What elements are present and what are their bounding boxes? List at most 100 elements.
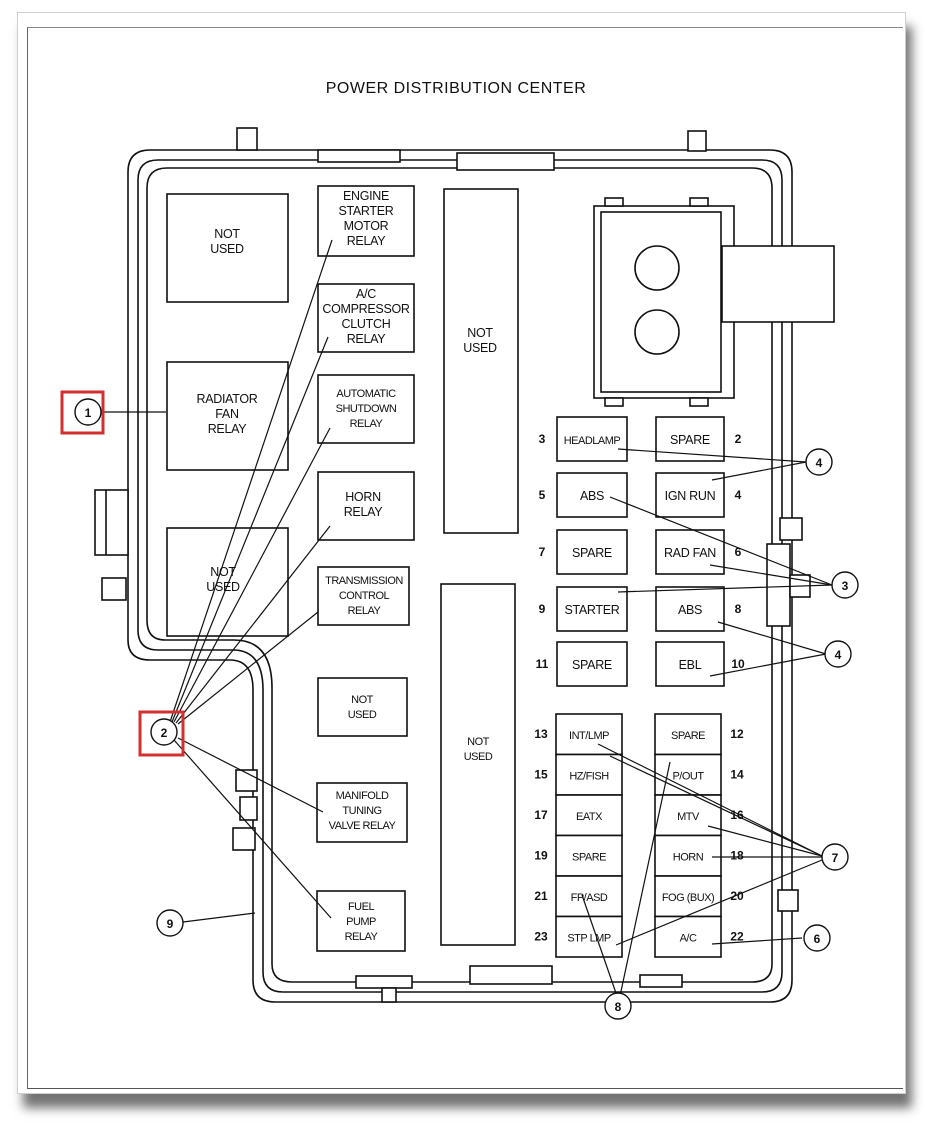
housing-tab [779,517,803,541]
fuse-ebl[interactable]: EBL [655,641,725,687]
diagram-title: POWER DISTRIBUTION CENTER [326,80,587,97]
callout-2[interactable]: 2 [138,710,185,757]
callout-1[interactable]: 1 [60,390,105,435]
relay-automatic-shutdown[interactable]: AUTOMATIC SHUTDOWN RELAY [317,374,415,444]
fuse-abs[interactable]: ABS [655,586,725,632]
leader-lines [102,239,833,997]
relay-label: MOTOR [344,219,389,233]
relay-label: USED [206,580,240,594]
fuse-label: FP/ASD [571,892,608,904]
fuse-fp-asd[interactable]: FP/ASD [555,875,623,918]
fuse-number: 17 [534,808,548,822]
relay-label: RELAY [345,931,379,943]
callout-4-lower[interactable]: 4 [824,640,852,668]
fuse-eatx[interactable]: EATX [555,794,623,837]
relay-not-used-small[interactable]: NOT USED [317,677,408,737]
relay-ac-compressor-clutch[interactable]: A/C COMPRESSOR CLUTCH RELAY [317,283,415,353]
fuse-label: EATX [576,811,603,823]
fuse-rad-fan[interactable]: RAD FAN [655,529,725,575]
fuse-number: 9 [539,602,546,616]
relay-label: HORN [345,490,381,504]
relay-transmission-control[interactable]: TRANSMISSION CONTROL RELAY [317,566,410,626]
fuse-hz-fish[interactable]: HZ/FISH [555,753,623,796]
callout-7[interactable]: 7 [821,843,849,871]
fuse-p-out[interactable]: P/OUT [654,753,722,796]
relay-label: VALVE RELAY [329,820,397,832]
callout-4-upper[interactable]: 4 [805,448,833,476]
relay-label: RELAY [347,332,387,346]
callout-number: 6 [814,932,821,946]
fuse-spare[interactable]: SPARE [654,713,722,756]
relay-label: STARTER [338,204,393,218]
callout-number: 2 [161,726,168,740]
housing-side-connector [94,489,129,556]
relay-label: NOT [467,736,490,748]
relay-horn[interactable]: HORN RELAY [317,471,415,541]
relay-not-used-top-left[interactable]: NOT USED [166,193,289,303]
housing-tab [381,987,397,1003]
fuse-spare[interactable]: SPARE [556,641,628,687]
relay-label: PUMP [346,916,376,928]
relay-label: NOT [214,227,240,241]
drawing-frame [27,27,903,1089]
callout-number: 4 [816,456,823,470]
callout-3[interactable]: 3 [831,571,859,599]
fuse-label: STP LMP [567,933,611,945]
block-not-used-tall-bottom[interactable]: NOT USED [440,583,516,946]
block-not-used-tall-top[interactable]: NOT USED [443,188,519,534]
relay-label: MANIFOLD [336,790,389,802]
callout-9[interactable]: 9 [156,909,184,937]
pdc-housing [94,127,811,1003]
fuse-number: 6 [735,545,742,559]
fuse-spare[interactable]: SPARE [555,834,623,877]
relay-label: FAN [215,407,239,421]
fuse-a-c[interactable]: A/C [654,915,722,958]
fuse-label: RAD FAN [664,546,716,560]
terminal-stud-icon [634,245,680,291]
fuse-label: P/OUT [672,771,704,783]
fuse-int-lmp[interactable]: INT/LMP [555,713,623,756]
fuse-horn[interactable]: HORN [654,834,722,877]
relay-label: ENGINE [343,189,389,203]
relay-fuel-pump[interactable]: FUEL PUMP RELAY [316,890,406,952]
housing-clip [355,975,413,989]
housing-clip [469,965,553,985]
relay-label: CLUTCH [342,317,391,331]
fuse-starter[interactable]: STARTER [556,586,628,632]
fuse-stp-lmp[interactable]: STP LMP [555,915,623,958]
fuse-number: 16 [730,808,744,822]
fuse-abs[interactable]: ABS [556,472,628,518]
housing-clip [639,974,683,988]
fuse-mtv[interactable]: MTV [654,794,722,837]
fuse-label: FOG (BUX) [662,892,714,904]
relay-radiator-fan[interactable]: RADIATOR FAN RELAY [166,361,289,471]
fuse-headlamp[interactable]: HEADLAMP [556,416,628,462]
relay-label: RELAY [347,234,387,248]
fuse-label: EBL [679,658,702,672]
fuse-label: MTV [677,811,700,823]
housing-tab [777,889,799,912]
callout-8[interactable]: 8 [604,992,632,1020]
housing-tab [239,796,258,821]
relay-label: RELAY [208,422,248,436]
relay-label: RADIATOR [196,392,257,406]
relay-not-used-mid-left[interactable]: NOT USED [166,527,289,637]
relay-label: SHUTDOWN [336,403,397,415]
fuse-label: SPARE [572,658,612,672]
fuse-label: INT/LMP [569,730,609,742]
fuse-number: 4 [735,488,742,502]
housing-tab [236,127,258,151]
fuse-spare[interactable]: SPARE [556,529,628,575]
housing-clip [456,152,555,171]
fuse-fog-bux-[interactable]: FOG (BUX) [654,875,722,918]
relay-manifold-tuning-valve[interactable]: MANIFOLD TUNING VALVE RELAY [316,782,408,843]
relay-engine-starter-motor[interactable]: ENGINE STARTER MOTOR RELAY [317,185,415,257]
fuse-number: 5 [539,488,546,502]
callout-6[interactable]: 6 [803,924,831,952]
callout-number: 9 [167,917,174,931]
